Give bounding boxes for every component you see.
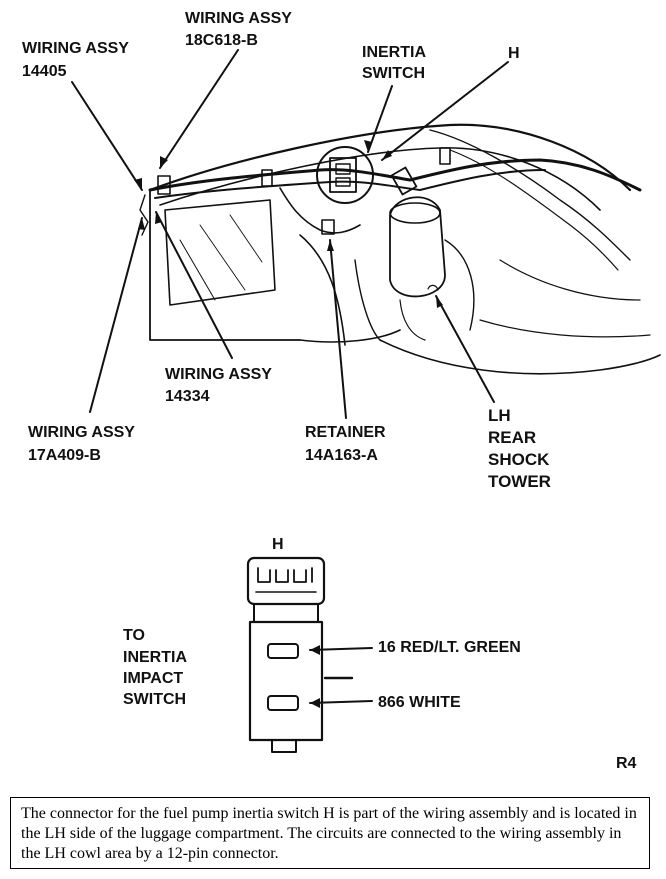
label-inertia-switch-line2: SWITCH <box>362 65 425 82</box>
label-h-top: H <box>508 45 520 62</box>
label-wiring-14405-line2: 14405 <box>22 63 67 80</box>
label-wiring-17a409-line1: WIRING ASSY <box>28 424 135 441</box>
label-ref-code: R4 <box>616 755 637 772</box>
label-wiring-18c618-line2: 18C618-B <box>185 32 258 49</box>
label-wiring-14405-line1: WIRING ASSY <box>22 40 129 57</box>
label-to-inertia-line2: INERTIA <box>123 649 187 666</box>
label-to-inertia-line1: TO <box>123 627 145 644</box>
connector-h-detail: H <box>246 536 373 753</box>
label-retainer-line2: 14A163-A <box>305 447 378 464</box>
label-wiring-17a409-line2: 17A409-B <box>28 447 101 464</box>
leader-lines <box>71 49 509 419</box>
label-wiring-14334-line2: 14334 <box>165 388 210 405</box>
label-h-connector: H <box>272 536 284 553</box>
label-shock-tower-line2: REAR <box>488 428 536 447</box>
caption-text: The connector for the fuel pump inertia … <box>21 805 637 862</box>
label-wire-16: 16 RED/LT. GREEN <box>378 639 521 656</box>
label-wire-866: 866 WHITE <box>378 694 461 711</box>
label-wiring-18c618-line1: WIRING ASSY <box>185 10 292 27</box>
label-wiring-14334-line1: WIRING ASSY <box>165 366 272 383</box>
label-shock-tower-line4: TOWER <box>488 472 551 491</box>
label-to-inertia-line3: IMPACT <box>123 670 183 687</box>
label-to-inertia-line4: SWITCH <box>123 691 186 708</box>
label-shock-tower-line1: LH <box>488 406 511 425</box>
luggage-compartment-illustration <box>139 123 661 375</box>
label-retainer-line1: RETAINER <box>305 424 386 441</box>
caption-box: The connector for the fuel pump inertia … <box>10 797 650 869</box>
label-inertia-switch-line1: INERTIA <box>362 44 426 61</box>
label-shock-tower-line3: SHOCK <box>488 450 550 469</box>
